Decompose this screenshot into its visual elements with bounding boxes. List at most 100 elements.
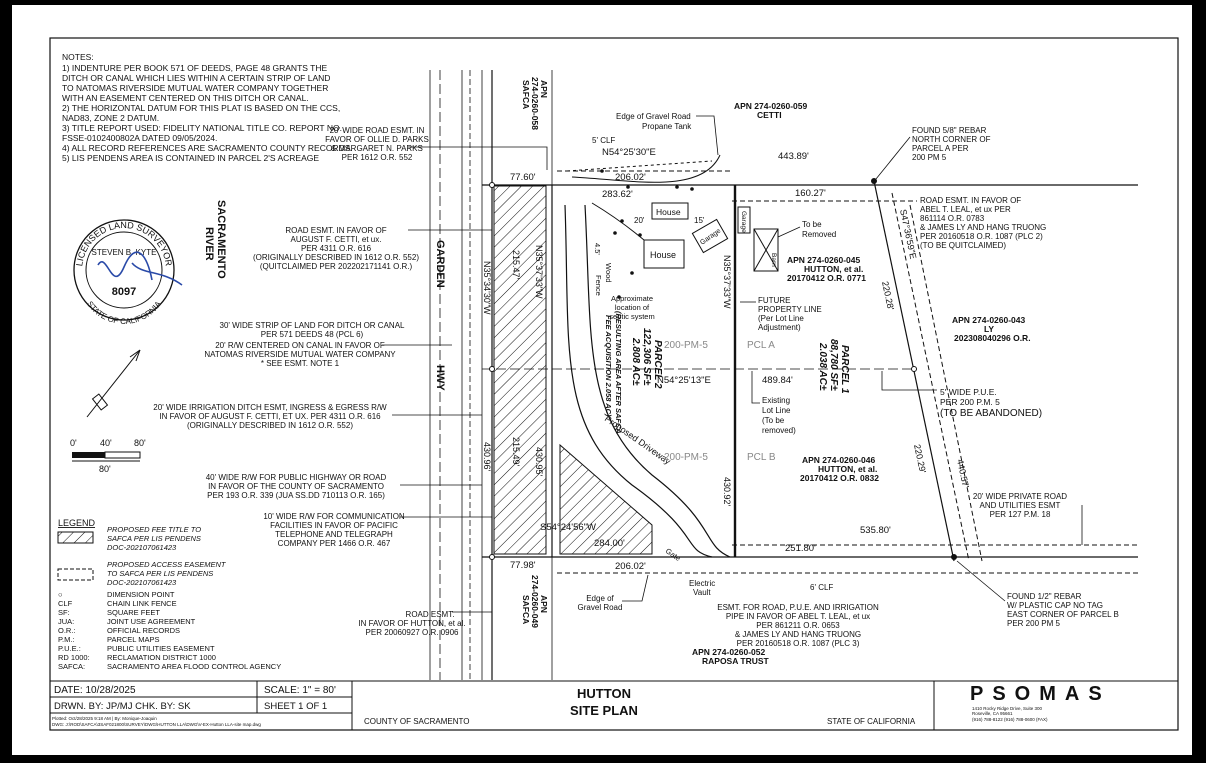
svg-text:LEGEND: LEGEND: [58, 518, 96, 528]
svg-text:FACILITIES IN FAVOR OF PACIFIC: FACILITIES IN FAVOR OF PACIFIC: [270, 521, 398, 530]
site-plan-drawing: NOTES: 1) INDENTURE PER BOOK 571 OF DEED…: [49, 37, 1179, 731]
sheet-field: SHEET 1 OF 1: [264, 701, 327, 712]
access-easement-area: [559, 443, 653, 555]
svg-text:440.57': 440.57': [955, 458, 971, 489]
parcel-1-label: PARCEL 1 88,780 SF± 2.038 AC±: [817, 339, 850, 394]
svg-text:430.95': 430.95': [534, 447, 544, 477]
pm-b-label: 200-PM-5: [664, 452, 708, 463]
svg-text:Gravel Road: Gravel Road: [578, 603, 623, 612]
svg-text:20170412 O.R. 0771: 20170412 O.R. 0771: [787, 273, 866, 283]
svg-text:20' WIDE ROAD ESMT. IN: 20' WIDE ROAD ESMT. IN: [330, 126, 425, 135]
svg-text:5' CLF: 5' CLF: [592, 136, 615, 145]
svg-text:(TO BE QUITCLAIMED): (TO BE QUITCLAIMED): [920, 241, 1006, 250]
svg-text:(RESULTING AREA AFTER SAFCA: (RESULTING AREA AFTER SAFCA: [614, 311, 623, 434]
svg-text:15': 15': [694, 216, 705, 225]
svg-text:Edge of Gravel Road: Edge of Gravel Road: [616, 112, 691, 121]
svg-text:206.02': 206.02': [615, 561, 646, 572]
svg-text:location of: location of: [615, 303, 650, 312]
svg-text:removed): removed): [762, 426, 796, 435]
svg-text:Electric: Electric: [689, 579, 715, 588]
svg-text:251.80': 251.80': [785, 543, 816, 554]
svg-text:4.5': 4.5': [593, 243, 602, 255]
svg-text:Garage: Garage: [740, 211, 747, 233]
svg-text:FOUND 1/2" REBAR: FOUND 1/2" REBAR: [1007, 592, 1082, 601]
svg-text:Fence: Fence: [594, 275, 603, 296]
svg-text:ROAD ESMT.: ROAD ESMT.: [406, 610, 455, 619]
svg-text:N35°37'33"W: N35°37'33"W: [534, 245, 544, 299]
svg-text:40': 40': [100, 438, 112, 448]
note-line: 5) LIS PENDENS AREA IS CONTAINED IN PARC…: [62, 153, 319, 163]
survey-points: [489, 169, 957, 560]
apn-043-label: APN 274-0260-043: [952, 315, 1026, 325]
svg-text:30' WIDE STRIP OF LAND FOR DIT: 30' WIDE STRIP OF LAND FOR DITCH OR CANA…: [220, 321, 406, 330]
garage-east: [737, 206, 751, 234]
svg-text:FUTURE: FUTURE: [758, 296, 790, 305]
svg-text:LICENSED LAND SURVEYOR: LICENSED LAND SURVEYOR: [74, 220, 174, 267]
svg-text:77.60': 77.60': [510, 172, 536, 183]
svg-text:Barn: Barn: [770, 253, 777, 267]
svg-text:Approximate: Approximate: [611, 294, 653, 303]
svg-text:O.R.:: O.R.:: [58, 626, 76, 635]
top-callouts: Edge of Gravel Road Propane Tank 5' CLF …: [592, 112, 836, 435]
signature-mark: [97, 251, 183, 286]
svg-text:6' CLF: 6' CLF: [810, 583, 833, 592]
svg-text:Propane Tank: Propane Tank: [642, 122, 692, 131]
date-field: DATE: 10/28/2025: [54, 685, 136, 696]
river-label: SACRAMENTO RIVER: [203, 200, 227, 279]
svg-text:SAFCA: SAFCA: [521, 80, 531, 109]
legend: LEGEND PROPOSED FEE TITLE TO SAFCA PER L…: [57, 518, 281, 671]
company-logo: PSOMAS: [970, 683, 1111, 705]
pm-a-label: 200-PM-5: [664, 340, 708, 351]
svg-text:80': 80': [99, 464, 111, 474]
svg-text:20' WIDE IRRIGATION DITCH ESMT: 20' WIDE IRRIGATION DITCH ESMT, INGRESS …: [153, 403, 387, 412]
svg-text:JOINT USE AGREEMENT: JOINT USE AGREEMENT: [107, 617, 196, 626]
svg-text:20' WIDE PRIVATE ROAD: 20' WIDE PRIVATE ROAD: [973, 492, 1067, 501]
svg-text:AND UTILITIES ESMT: AND UTILITIES ESMT: [980, 501, 1061, 510]
svg-text:535.80': 535.80': [860, 525, 891, 536]
svg-text:APN: APN: [539, 80, 549, 98]
svg-text:SACRAMENTO AREA FLOOD CONTROL: SACRAMENTO AREA FLOOD CONTROL AGENCY: [107, 662, 281, 671]
svg-text:(Per Lot Line: (Per Lot Line: [758, 314, 804, 323]
svg-text:PER 861211 O.R. 0653: PER 861211 O.R. 0653: [756, 621, 840, 630]
svg-text:& JAMES LY AND HANG TRUONG: & JAMES LY AND HANG TRUONG: [920, 223, 1046, 232]
svg-text:RECLAMATION DISTRICT 1000: RECLAMATION DISTRICT 1000: [107, 653, 216, 662]
apn-045-label: APN 274-0260-045: [787, 255, 861, 265]
svg-text:W/ PLASTIC CAP NO TAG: W/ PLASTIC CAP NO TAG: [1007, 601, 1103, 610]
svg-text:20' R/W CENTERED ON CANAL IN F: 20' R/W CENTERED ON CANAL IN FAVOR OF: [215, 341, 385, 350]
svg-text:Existing: Existing: [762, 396, 790, 405]
svg-text:0': 0': [70, 438, 77, 448]
drawn-by-field: DRWN. BY: JP/MJ CHK. BY: SK: [54, 701, 191, 712]
svg-text:80': 80': [134, 438, 146, 448]
svg-text:N54°25'30"E: N54°25'30"E: [602, 147, 656, 158]
svg-text:NATOMAS RIVERSIDE MUTUAL WATER: NATOMAS RIVERSIDE MUTUAL WATER COMPANY: [204, 350, 396, 359]
svg-text:88,780 SF±: 88,780 SF±: [828, 339, 839, 391]
notes-heading: NOTES:: [62, 52, 94, 62]
svg-text:COMPANY PER 1466 O.R. 467: COMPANY PER 1466 O.R. 467: [278, 539, 391, 548]
svg-text:430.92': 430.92': [722, 477, 732, 507]
svg-text:PER 200 PM 5: PER 200 PM 5: [1007, 619, 1060, 628]
note-line: 2) THE HORIZONTAL DATUM FOR THIS PLAT IS…: [62, 103, 340, 113]
svg-text:PUBLIC UTILITIES EASEMENT: PUBLIC UTILITIES EASEMENT: [107, 644, 215, 653]
note-line: 1) INDENTURE PER BOOK 571 OF DEEDS, PAGE…: [62, 63, 327, 73]
svg-text:206.02': 206.02': [615, 172, 646, 183]
svg-text:Adjustment): Adjustment): [758, 323, 801, 332]
svg-text:NORTH CORNER OF: NORTH CORNER OF: [912, 135, 991, 144]
notes-block: NOTES: 1) INDENTURE PER BOOK 571 OF DEED…: [62, 52, 353, 163]
svg-text:Lot Line: Lot Line: [762, 406, 791, 415]
svg-text:Edge of: Edge of: [586, 594, 614, 603]
note-line: DITCH OR CANAL WHICH LIES WITHIN A CERTA…: [62, 73, 330, 83]
svg-text:SAFCA: SAFCA: [521, 595, 531, 624]
svg-text:FAVOR OF OLLIE D. PARKS: FAVOR OF OLLIE D. PARKS: [325, 135, 429, 144]
svg-text:PROPOSED FEE TITLE TO: PROPOSED FEE TITLE TO: [107, 525, 201, 534]
svg-text:ESMT. FOR ROAD, P.U.E. AND IRR: ESMT. FOR ROAD, P.U.E. AND IRRIGATION: [717, 603, 879, 612]
gate-label: Gate: [664, 546, 682, 563]
svg-text:& MARGARET N. PARKS: & MARGARET N. PARKS: [331, 144, 423, 153]
house-small: [651, 202, 689, 220]
svg-text:CLF: CLF: [58, 599, 73, 608]
svg-text:IN FAVOR OF THE COUNTY OF SACR: IN FAVOR OF THE COUNTY OF SACRAMENTO: [208, 482, 384, 491]
svg-text:Roseville, CA 95661: Roseville, CA 95661: [972, 711, 1013, 716]
svg-text:(QUITCLAIMED PER 202202171141: (QUITCLAIMED PER 202202171141 O.R.): [260, 262, 413, 271]
svg-text:RD 1000:: RD 1000:: [58, 653, 90, 662]
svg-text:House: House: [656, 207, 681, 217]
svg-text:HUTTON, et al.: HUTTON, et al.: [818, 464, 877, 474]
